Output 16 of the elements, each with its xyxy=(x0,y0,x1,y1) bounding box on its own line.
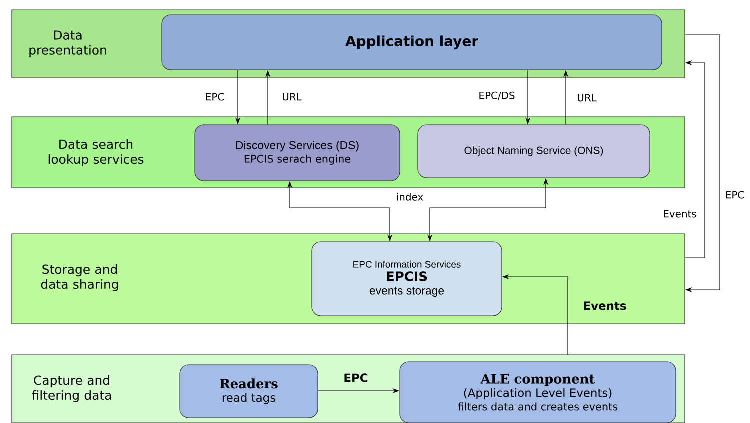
process-box: ALE component (Application Level Events) filters data and creates events xyxy=(400,362,676,423)
edge-label: URL xyxy=(578,94,597,102)
arrow xyxy=(685,34,720,293)
edge-label: EPC xyxy=(726,191,744,199)
edge-label: EPC xyxy=(206,93,224,101)
edge-label: index xyxy=(397,193,424,201)
edge-label: URL xyxy=(282,93,302,101)
edge-label: Events xyxy=(584,302,626,310)
edge-label: EPC/DS xyxy=(480,92,515,100)
process-box: Discovery Services (DS) EPCIS serach engine xyxy=(194,124,400,182)
edge-label: EPC xyxy=(344,374,368,382)
process-box: EPC Information Services EPCIS events storage xyxy=(312,242,502,316)
edge-label: Events xyxy=(664,210,696,218)
process-box: Readers read tags xyxy=(180,364,318,418)
process-box: Application layer xyxy=(162,14,662,70)
process-box: Object Naming Service (ONS) xyxy=(418,124,650,178)
